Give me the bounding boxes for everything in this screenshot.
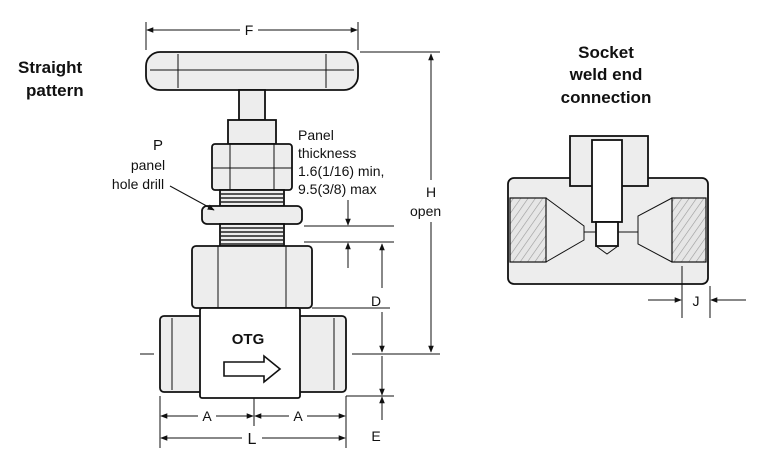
panel-washer bbox=[201, 205, 303, 225]
label-panel: panel bbox=[131, 157, 165, 173]
dim-label-F: F bbox=[245, 22, 254, 38]
label-P: P bbox=[153, 137, 163, 154]
bonnet-hex bbox=[191, 245, 313, 309]
dimension-A-L: A A L bbox=[159, 396, 347, 448]
dim-label-open: open bbox=[410, 203, 441, 219]
dim-label-L: L bbox=[248, 431, 257, 448]
dimension-D: D bbox=[312, 243, 390, 353]
panel-thickness-line1: Panel bbox=[298, 127, 334, 143]
title-pattern: pattern bbox=[26, 81, 84, 100]
socket-weld-drawing bbox=[507, 135, 709, 285]
label-hole-drill: hole drill bbox=[112, 176, 164, 192]
stem bbox=[238, 89, 266, 121]
valve-body: OTG bbox=[159, 307, 347, 399]
flow-arrow-icon bbox=[223, 354, 282, 384]
valve-drawing: OTG bbox=[140, 51, 362, 399]
dim-label-H: H bbox=[426, 184, 436, 200]
dimension-F: F bbox=[145, 22, 359, 50]
dimension-panel-thickness: Panel thickness 1.6(1/16) min, 9.5(3/8) … bbox=[298, 127, 394, 268]
bonnet-thread-upper bbox=[219, 189, 285, 207]
title-connection: connection bbox=[561, 88, 652, 107]
title-weld-end: weld end bbox=[569, 65, 643, 84]
dim-label-A-right: A bbox=[293, 408, 303, 424]
dim-label-E: E bbox=[371, 428, 380, 444]
panel-thickness-line3: 1.6(1/16) min, bbox=[298, 163, 384, 179]
title-socket: Socket bbox=[578, 43, 634, 62]
dim-label-J: J bbox=[693, 293, 700, 309]
bonnet-thread-lower bbox=[219, 223, 285, 247]
otg-brand-label: OTG bbox=[232, 331, 265, 348]
dim-label-A-left: A bbox=[202, 408, 212, 424]
dim-label-D: D bbox=[371, 293, 381, 309]
panel-hole-label: P panel hole drill bbox=[112, 137, 215, 211]
panel-thickness-line4: 9.5(3/8) max bbox=[298, 181, 377, 197]
straight-pattern-title: Straight pattern bbox=[18, 58, 84, 100]
panel-thickness-line2: thickness bbox=[298, 145, 356, 161]
dimension-J: J bbox=[648, 266, 746, 318]
title-straight: Straight bbox=[18, 58, 83, 77]
dimension-H: H open bbox=[352, 51, 441, 355]
bonnet-nut bbox=[211, 143, 293, 191]
t-handle bbox=[145, 51, 359, 91]
packing-nut bbox=[227, 119, 277, 145]
dimension-E: E bbox=[346, 356, 394, 444]
socket-weld-title: Socket weld end connection bbox=[561, 43, 652, 107]
